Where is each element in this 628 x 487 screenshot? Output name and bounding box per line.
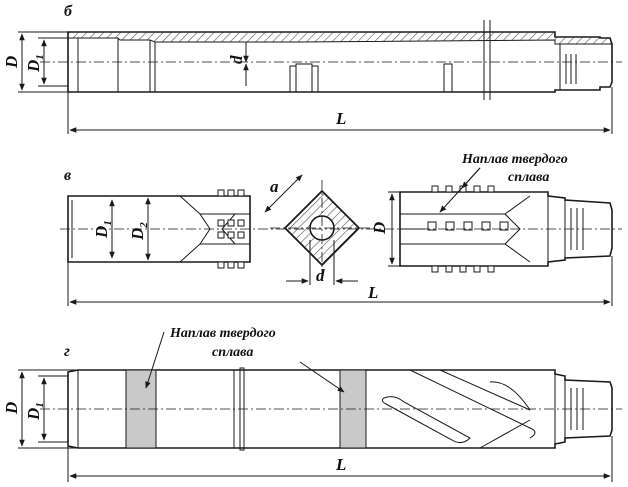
view-v-right-body: [399, 185, 613, 273]
svg-text:D1: D1: [24, 402, 46, 421]
view-b-dim-d: d: [227, 42, 249, 86]
view-b-dim-D1: D1: [24, 37, 68, 87]
view-v-note: Наплав твердого сплава: [439, 152, 568, 213]
svg-text:D: D: [2, 56, 21, 69]
svg-text:L: L: [335, 109, 346, 128]
svg-text:a: a: [270, 177, 279, 196]
view-v: в a: [60, 152, 622, 306]
svg-text:сплава: сплава: [212, 345, 253, 360]
view-b-section-wall: [67, 31, 613, 45]
view-g-body: [67, 367, 613, 451]
svg-text:Наплав твердого: Наплав твердого: [461, 152, 568, 167]
svg-text:D: D: [370, 222, 389, 235]
view-v-dim-L: L: [67, 256, 613, 306]
svg-text:d: d: [227, 55, 246, 64]
view-v-dim-D1: D1: [92, 199, 115, 259]
view-v-dim-D2: D2: [128, 197, 151, 261]
view-b-body: [67, 20, 613, 100]
view-g: г D: [2, 326, 622, 482]
svg-text:D2: D2: [128, 222, 150, 241]
view-g-dim-D1: D1: [24, 375, 68, 443]
svg-text:D1: D1: [92, 220, 114, 239]
view-g-dim-L: L: [67, 436, 613, 482]
svg-text:D1: D1: [24, 54, 46, 73]
view-g-dim-D: D: [2, 369, 78, 449]
view-b-letter: б: [64, 3, 73, 20]
svg-text:L: L: [335, 455, 346, 474]
view-b: б: [2, 3, 622, 134]
svg-text:Наплав твердого: Наплав твердого: [169, 326, 276, 341]
view-v-cross-section: a d: [264, 174, 374, 285]
view-b-dim-D: D: [2, 31, 68, 93]
view-b-dim-L: L: [67, 87, 613, 134]
view-g-letter: г: [64, 343, 70, 360]
svg-text:D: D: [2, 402, 21, 415]
view-v-dim-D: D: [370, 191, 400, 267]
view-g-note: Наплав твердого сплава: [145, 326, 345, 393]
svg-text:сплава: сплава: [508, 170, 549, 185]
svg-text:L: L: [367, 283, 378, 302]
view-v-letter: в: [64, 167, 71, 184]
svg-text:d: d: [316, 266, 325, 285]
